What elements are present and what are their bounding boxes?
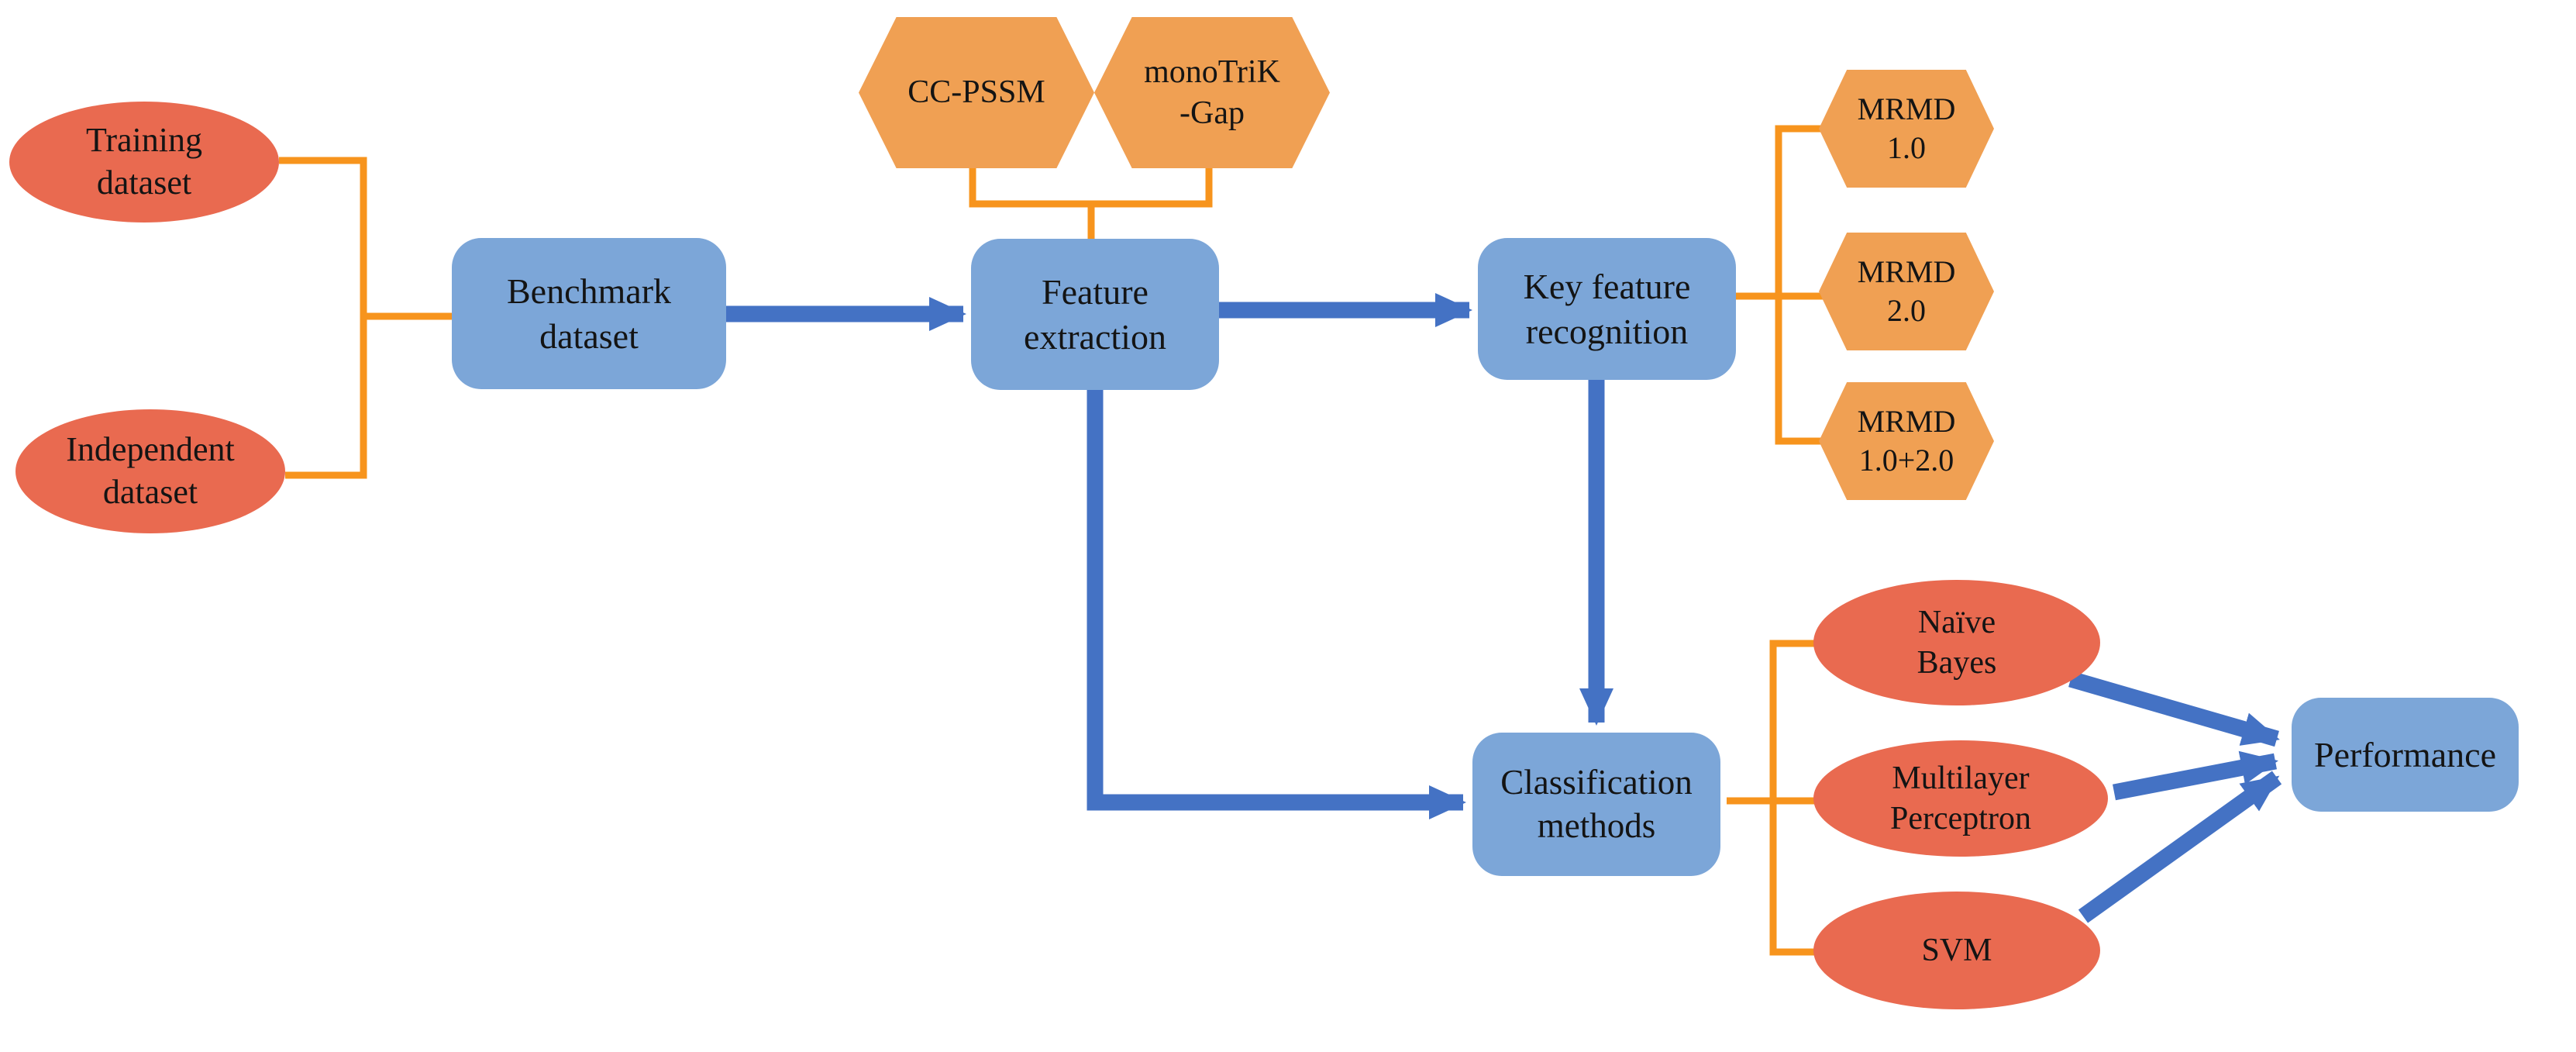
multilayer-perceptron-label: Multilayer Perceptron	[1890, 760, 2031, 836]
arrow-mlp-to-performance	[2113, 750, 2278, 801]
svm-ellipse: SVM	[1813, 892, 2100, 1009]
naive-bayes-label: Naïve Bayes	[1917, 604, 1997, 681]
classification-methods-box: Classification methods	[1472, 733, 1720, 876]
monotrik-gap-hexagon: monoTriK -Gap	[1094, 17, 1330, 168]
feature-extraction-label: Feature extraction	[1024, 272, 1166, 357]
naive-bayes-ellipse: Naïve Bayes	[1813, 580, 2100, 705]
classification-methods-label: Classification methods	[1500, 762, 1693, 845]
mrmd-1-2-hexagon: MRMD 1.0+2.0	[1819, 382, 1994, 500]
independent-dataset-label: Independent dataset	[66, 430, 235, 511]
independent-dataset-ellipse: Independent dataset	[15, 409, 285, 533]
mrmd-1-2-label: MRMD 1.0+2.0	[1857, 404, 1956, 478]
training-dataset-ellipse: Training dataset	[9, 102, 279, 222]
performance-box: Performance	[2292, 698, 2519, 812]
multilayer-perceptron-ellipse: Multilayer Perceptron	[1813, 740, 2108, 857]
cc-pssm-hexagon: CC-PSSM	[859, 17, 1094, 168]
key-feature-recognition-box: Key feature recognition	[1478, 238, 1736, 380]
connector-mrmd-bracket	[1775, 125, 1823, 445]
arrow-feature-to-classification	[1087, 390, 1466, 819]
mrmd-2-label: MRMD 2.0	[1857, 254, 1956, 328]
feature-extraction-box: Feature extraction	[971, 239, 1219, 390]
connector-classifier-bracket	[1769, 640, 1818, 956]
benchmark-dataset-box: Benchmark dataset	[452, 238, 726, 389]
monotrik-gap-label: monoTriK -Gap	[1144, 54, 1280, 131]
mrmd-1-label: MRMD 1.0	[1857, 91, 1956, 165]
svm-label: SVM	[1921, 932, 1992, 968]
training-dataset-label: Training dataset	[86, 121, 202, 202]
mrmd-2-hexagon: MRMD 2.0	[1819, 233, 1994, 350]
key-feature-recognition-label: Key feature recognition	[1523, 267, 1691, 351]
performance-label: Performance	[2314, 734, 2496, 774]
arrow-naivebayes-to-performance	[2068, 671, 2280, 747]
mrmd-1-hexagon: MRMD 1.0	[1819, 70, 1994, 188]
arrow-svm-to-performance	[2078, 771, 2282, 923]
benchmark-dataset-label: Benchmark dataset	[506, 271, 672, 356]
cc-pssm-label: CC-PSSM	[907, 74, 1045, 111]
